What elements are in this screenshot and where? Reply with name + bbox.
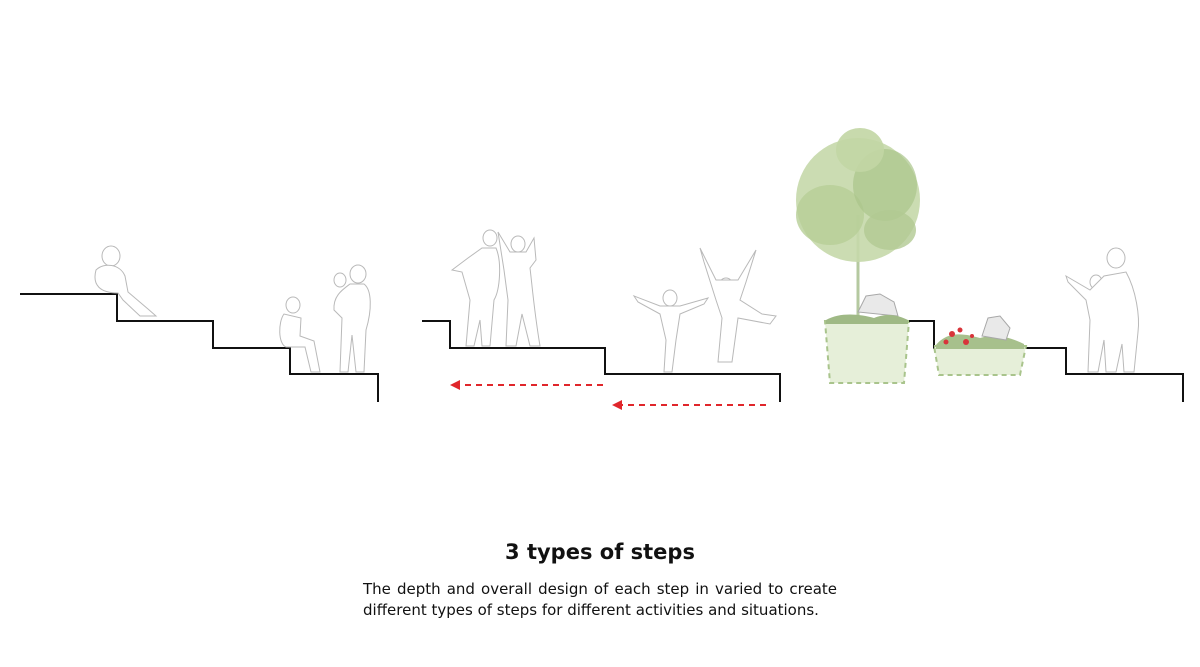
arrow-lower-head — [612, 400, 622, 410]
jumping-child-figure — [699, 247, 777, 363]
dancing-woman-figure — [450, 229, 501, 347]
red-flowers — [943, 327, 974, 345]
step-profile-2 — [422, 320, 781, 402]
diagram-description: The depth and overall design of each ste… — [363, 580, 837, 619]
small-planter-foliage — [936, 334, 1024, 349]
step-profile-1 — [20, 293, 379, 402]
step-profile-3 — [909, 320, 1184, 402]
seating-steps-section — [20, 245, 379, 402]
standing-family-figure — [1065, 247, 1139, 373]
adult-with-child-figure — [333, 264, 371, 373]
tree-illustration — [796, 128, 920, 318]
dancing-man-figure — [497, 231, 541, 347]
arrow-upper-head — [450, 380, 460, 390]
large-planter-foliage — [826, 314, 908, 324]
small-planter — [932, 345, 1028, 376]
play-steps-section — [422, 229, 781, 410]
boulder-2 — [981, 315, 1011, 341]
planter-steps-section — [796, 128, 1184, 402]
child-arms-out-figure — [632, 289, 710, 373]
seated-man-figure — [279, 296, 321, 373]
sitting-person-figure — [94, 245, 158, 317]
large-planter — [823, 320, 911, 384]
movement-arrows — [450, 380, 766, 410]
boulder-1 — [857, 293, 899, 317]
diagram-title: 3 types of steps — [505, 540, 695, 564]
